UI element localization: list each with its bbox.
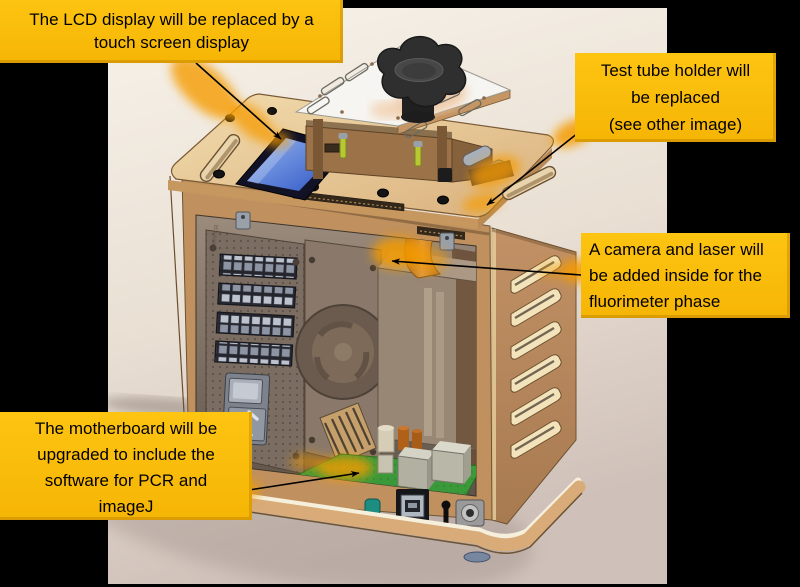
lcd-arrow <box>195 62 282 140</box>
callout-text-line: touch screen display <box>94 33 249 52</box>
power-jack <box>455 499 485 527</box>
device-label: OpenPCR <box>210 224 221 253</box>
test-tube-holder <box>294 36 514 186</box>
heatsink <box>319 402 377 465</box>
callout-text-line: be replaced <box>631 88 720 107</box>
psu-block <box>377 250 476 451</box>
callout-text-line: imageJ <box>98 497 154 516</box>
camera-arrow <box>391 258 582 276</box>
callout-text-line: be added inside for the <box>589 266 762 285</box>
top-plate-slot-right <box>501 165 557 201</box>
latch-pin <box>413 141 423 167</box>
device-base <box>184 477 586 563</box>
motherboard-callout: The motherboard will be upgraded to incl… <box>0 412 252 520</box>
terminal-block-rows <box>214 253 298 367</box>
usb-port <box>396 489 429 522</box>
latch-pin <box>338 133 348 159</box>
motherboard-arrow <box>248 471 360 491</box>
front-rail-fittings <box>364 489 485 531</box>
callout-text-line: The LCD display will be replaced by a <box>29 10 314 29</box>
thumbscrews <box>213 107 449 205</box>
right-vent-panel <box>490 227 577 525</box>
callout-text-line: (see other image) <box>608 115 743 134</box>
callout-text-line: upgraded to include the <box>37 445 215 464</box>
test-tube-arrow <box>486 128 584 206</box>
callout-text-line: fluorimeter phase <box>589 292 721 311</box>
clamp-knob <box>377 36 467 123</box>
callout-text-line: The motherboard will be <box>34 419 218 438</box>
callout-text-line: A camera and laser will <box>589 240 764 259</box>
camera-callout: A camera and laser will be added inside … <box>581 233 790 318</box>
annotation-arrows <box>195 62 584 491</box>
lcd-callout: The LCD display will be replaced by a to… <box>0 0 343 63</box>
interior-cavity: OpenPCR <box>195 214 477 497</box>
highlight-glows <box>171 56 594 498</box>
vent-slats <box>510 255 562 459</box>
top-plate-slot-left <box>199 133 241 183</box>
hinge-brackets <box>235 211 455 251</box>
callout-text-line: software for PCR and <box>44 471 208 490</box>
test-tube-callout: Test tube holder will be replaced (see o… <box>575 53 776 142</box>
callout-text-line: Test tube holder will <box>600 61 751 80</box>
rubber-foot <box>463 551 491 563</box>
